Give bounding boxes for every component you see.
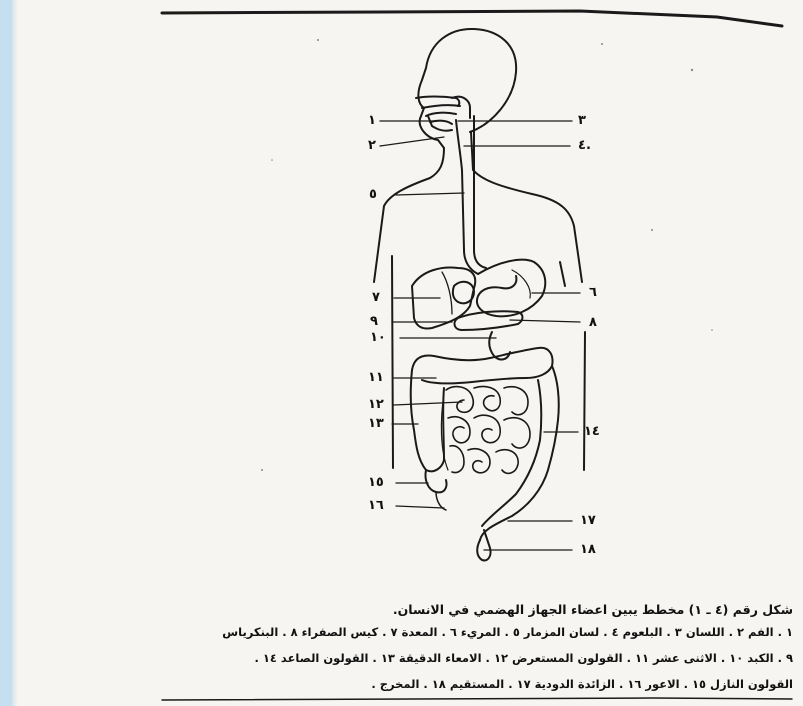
bottom-rule — [162, 698, 792, 700]
label-2: ٢ — [368, 139, 376, 152]
label-16: ١٦ — [368, 499, 384, 512]
figure-caption-line-2: ٩ . الكبد ١٠ . الاثنى عشر ١١ . القولون ا… — [255, 653, 794, 665]
label-5: ٥ — [369, 188, 377, 201]
stomach — [477, 260, 545, 317]
label-9: ٩ — [370, 315, 378, 328]
gallbladder — [453, 282, 474, 304]
scan-speckle — [261, 39, 713, 471]
rectum — [477, 530, 490, 560]
label-3: ٣ — [578, 114, 586, 127]
figure-caption-line-3: القولون النازل ١٥ . الاعور ١٦ . الزائدة … — [371, 679, 793, 691]
label-15: ١٥ — [368, 476, 384, 489]
label-12: ١٢ — [368, 398, 384, 411]
label-6: ٦ — [589, 286, 597, 299]
book-page: ١ ٢ ٣ ٤. ٥ ٦ ٧ ٨ ٩ ١٠ ١١ ١٢ ١٣ ١٤ ١٥ ١٦ … — [12, 0, 803, 706]
torso-left — [392, 256, 393, 468]
digestive-system-diagram — [12, 0, 803, 706]
label-14: ١٤ — [584, 425, 600, 438]
label-17: ١٧ — [580, 514, 596, 527]
torso-right — [560, 262, 565, 286]
label-8: ٨ — [589, 316, 597, 329]
descending-colon — [480, 366, 559, 540]
label-4: ٤. — [578, 139, 591, 152]
label-18: ١٨ — [580, 543, 596, 556]
figure-caption-line-1: ١ . الفم ٢ . اللسان ٣ . البلعوم ٤ . لسان… — [222, 627, 793, 639]
label-11: ١١ — [368, 371, 384, 384]
top-rule — [162, 11, 782, 26]
label-13: ١٣ — [368, 417, 384, 430]
label-10: ١٠ — [370, 331, 386, 344]
label-7: ٧ — [372, 291, 380, 304]
figure-caption-title: شكل رقم (٤ ـ ١) مخطط يبين اعضاء الجهاز ا… — [393, 604, 793, 617]
label-1: ١ — [368, 114, 376, 127]
mouth-region — [416, 97, 470, 131]
ascending-colon — [411, 370, 444, 471]
cecum — [425, 470, 446, 492]
small-intestine — [441, 386, 530, 473]
